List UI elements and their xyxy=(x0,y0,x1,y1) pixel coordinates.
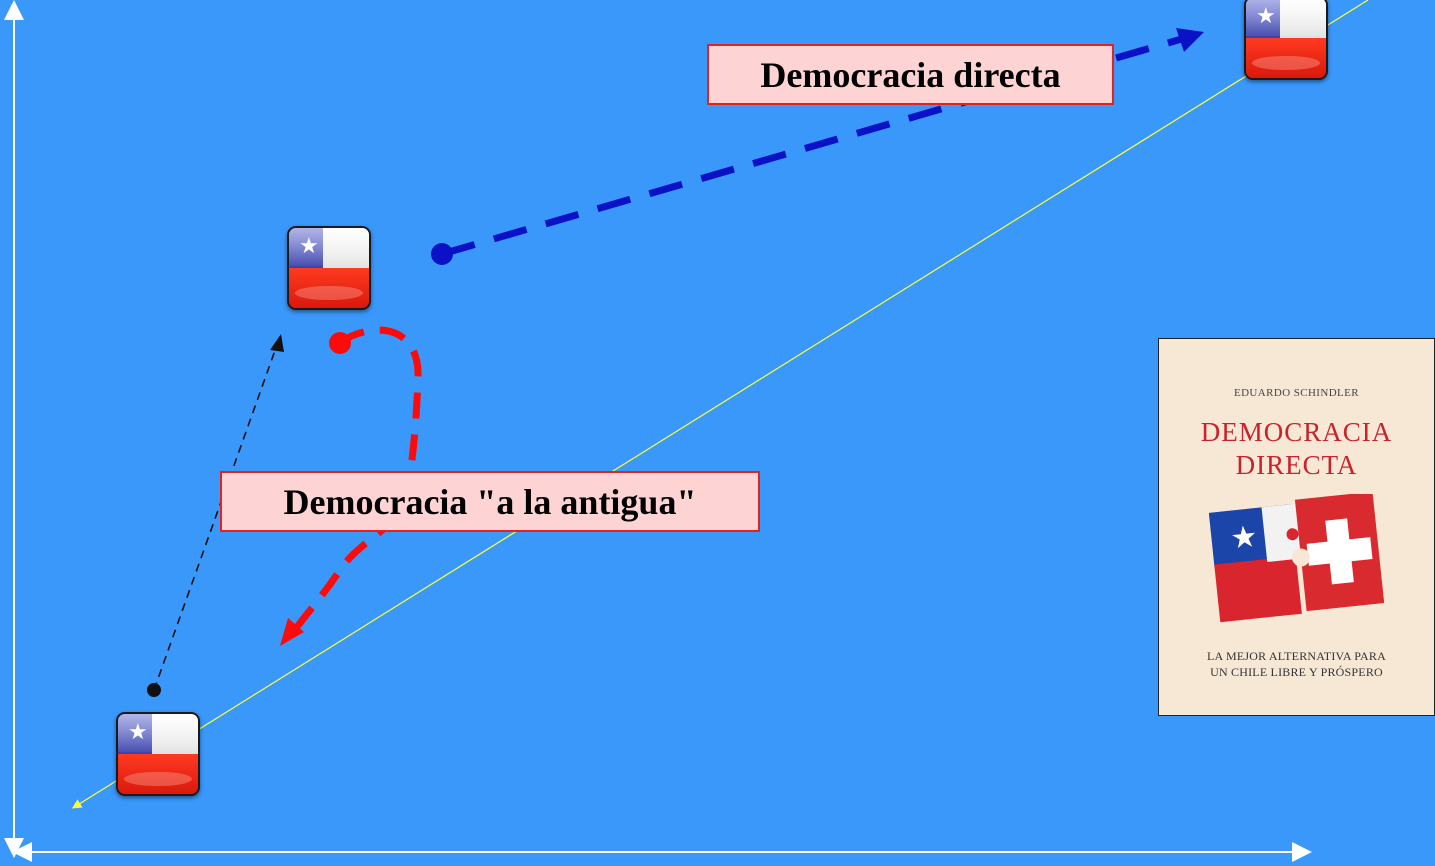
book-author: EDUARDO SCHINDLER xyxy=(1233,387,1360,399)
chile-flag-icon: ★ xyxy=(116,712,200,796)
direct-democracy-arrowhead xyxy=(1176,28,1204,52)
book-title-line2: DIRECTA xyxy=(1235,450,1358,480)
book-subtitle-line2: UN CHILE LIBRE Y PRÓSPERO xyxy=(1210,665,1383,679)
direct-democracy-label: Democracia directa xyxy=(707,44,1114,105)
black-start-dot xyxy=(147,683,161,697)
chile-flag-icon: ★ xyxy=(1244,0,1328,80)
chile-flag-icon: ★ xyxy=(287,226,371,310)
svg-text:★: ★ xyxy=(1229,519,1259,557)
trend-line xyxy=(71,0,1369,809)
book-cover: EDUARDO SCHINDLER DEMOCRACIA DIRECTA ★ L… xyxy=(1158,338,1435,716)
direct-democracy-start-dot xyxy=(431,243,453,265)
old-democracy-start-dot xyxy=(329,332,351,354)
direct-democracy-path xyxy=(441,34,1186,258)
black-arrowhead xyxy=(270,334,284,352)
chile-switzerland-puzzle-image: ★ xyxy=(1209,494,1384,622)
old-democracy-arrowhead xyxy=(280,618,304,646)
book-subtitle-line1: LA MEJOR ALTERNATIVA PARA xyxy=(1207,649,1386,663)
book-title-line1: DEMOCRACIA xyxy=(1200,417,1393,447)
black-dashed-path xyxy=(153,341,279,691)
old-democracy-label: Democracia "a la antigua" xyxy=(220,471,760,532)
